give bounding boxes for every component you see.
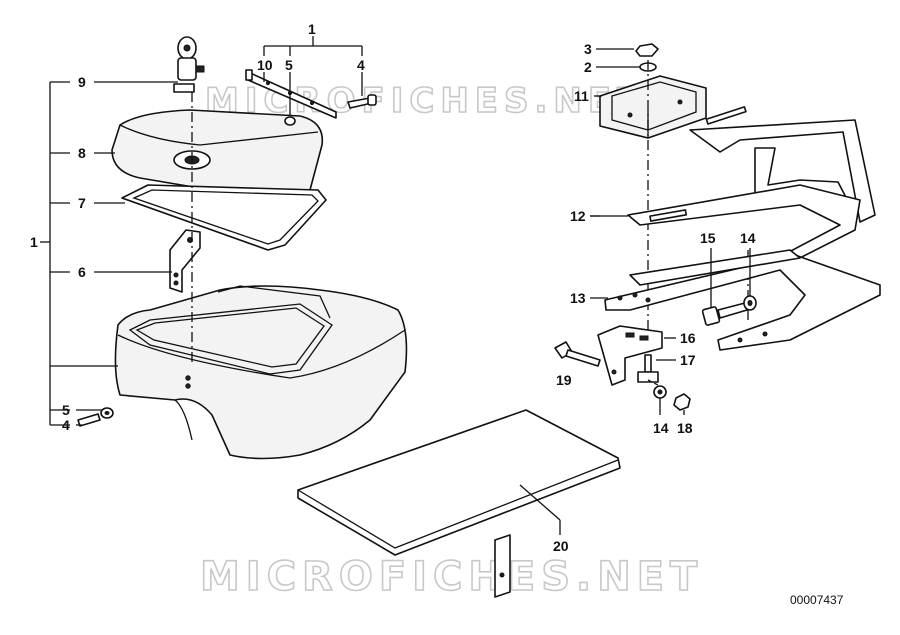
callout-15: 15	[700, 230, 716, 246]
callout-6: 6	[78, 264, 86, 280]
callout-14-bottom: 14	[653, 420, 669, 436]
callout-labels: 1 10 5 4 9 8 7 1 6 5 4 3 2 11 12 15 14 1…	[30, 21, 756, 554]
clamp-bracket	[594, 75, 707, 139]
callout-1-top: 1	[308, 21, 316, 37]
carrier-frame	[590, 106, 876, 269]
callout-12: 12	[570, 208, 586, 224]
washer-and-nut	[647, 379, 691, 415]
hinge-strip	[245, 69, 337, 119]
callout-16: 16	[680, 330, 696, 346]
callout-14-top: 14	[740, 230, 756, 246]
lock-cylinder	[173, 36, 205, 93]
callout-4-left: 4	[62, 417, 70, 433]
watermark-bottom: MICROFICHES.NET	[200, 554, 703, 600]
callout-17: 17	[680, 352, 696, 368]
callout-20: 20	[553, 538, 569, 554]
nut-and-washer	[596, 43, 659, 72]
stud-17	[637, 354, 676, 383]
mount-bracket	[597, 325, 676, 386]
callout-19: 19	[556, 372, 572, 388]
callout-8: 8	[78, 145, 86, 161]
callout-18: 18	[677, 420, 693, 436]
callout-7: 7	[78, 195, 86, 211]
screw-left	[77, 407, 114, 427]
callout-13: 13	[570, 290, 586, 306]
case-lid	[111, 109, 324, 201]
left-callout-lines	[40, 36, 363, 426]
callout-5-top: 5	[285, 57, 293, 73]
callout-11: 11	[574, 88, 589, 104]
bolt-and-washer	[701, 248, 757, 326]
lid-gasket	[121, 184, 327, 251]
hinge-bracket	[169, 229, 201, 293]
callout-1-left: 1	[30, 234, 38, 250]
callout-9: 9	[78, 74, 86, 90]
callout-10: 10	[257, 57, 273, 73]
bolt-19	[554, 341, 601, 367]
carrier-tray	[297, 409, 621, 598]
drawing-code: 00007437	[790, 593, 844, 607]
callout-2: 2	[584, 59, 592, 75]
base-plate	[590, 249, 881, 351]
callout-5-left: 5	[62, 402, 70, 418]
screw-top	[284, 94, 377, 126]
callout-3: 3	[584, 41, 592, 57]
callout-4-top: 4	[357, 57, 365, 73]
case-body	[114, 285, 408, 460]
